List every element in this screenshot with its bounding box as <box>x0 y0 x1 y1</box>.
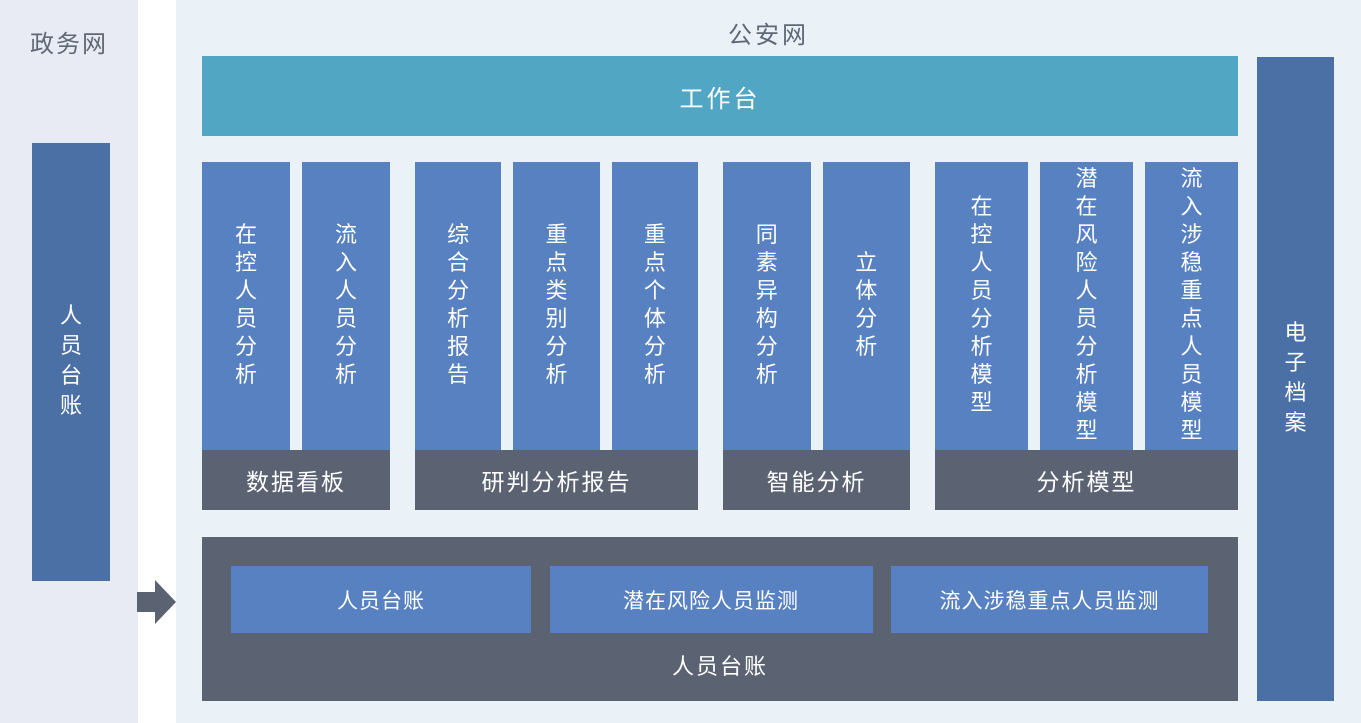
module-column-label: 同素异构分析 <box>755 223 778 388</box>
electronic-archive-label: 电子档案 <box>1284 321 1307 436</box>
module-column-label: 流入涉稳重点人员模型 <box>1180 167 1203 444</box>
module-column: 重点个体分析 <box>611 162 698 450</box>
personnel-ledger-buttons-row: 人员台账潜在风险人员监测流入涉稳重点人员监测 <box>231 566 1208 633</box>
government-network-panel: 政务网 人员台账 <box>0 0 138 723</box>
module-column-label: 在控人员分析模型 <box>970 195 993 416</box>
module-column: 潜在风险人员分析模型 <box>1040 162 1133 450</box>
personnel-ledger-source-label: 人员台账 <box>59 304 82 419</box>
module-column-label: 综合分析报告 <box>447 223 470 388</box>
module-column: 在控人员分析 <box>202 162 290 450</box>
right-arrow-icon <box>137 580 176 624</box>
module-column: 重点类别分析 <box>513 162 600 450</box>
module-group-footer: 分析模型 <box>935 450 1238 510</box>
personnel-ledger-box-label: 人员台账 <box>671 655 768 680</box>
module-group: 综合分析报告 重点类别分析 重点个体分析研判分析报告 <box>415 162 698 510</box>
module-group: 同素异构分析 立体分析智能分析 <box>723 162 910 510</box>
module-column: 在控人员分析模型 <box>935 162 1028 450</box>
police-network-panel: 公安网 工作台 在控人员分析 流入人员分析数据看板 综合分析报告 重点类别分析 重点个体… <box>176 0 1361 723</box>
government-network-title: 政务网 <box>30 30 108 58</box>
module-column-label: 在控人员分析 <box>234 223 257 388</box>
electronic-archive-bar: 电子档案 <box>1257 57 1334 701</box>
module-group-columns: 同素异构分析 立体分析 <box>723 162 910 450</box>
module-column: 流入人员分析 <box>302 162 390 450</box>
workbench-label: 工作台 <box>679 84 761 113</box>
module-column-label: 重点个体分析 <box>643 223 666 388</box>
police-network-title: 公安网 <box>728 21 809 49</box>
module-column: 综合分析报告 <box>415 162 502 450</box>
module-column-label: 流入人员分析 <box>334 223 357 388</box>
personnel-ledger-source-bar: 人员台账 <box>32 143 110 581</box>
module-column-label: 重点类别分析 <box>545 223 568 388</box>
module-group: 在控人员分析 流入人员分析数据看板 <box>202 162 390 510</box>
module-group: 在控人员分析模型 潜在风险人员分析模型 流入涉稳重点人员模型分析模型 <box>935 162 1238 510</box>
module-column-label: 立体分析 <box>855 251 878 360</box>
personnel-ledger-button: 流入涉稳重点人员监测 <box>891 566 1208 633</box>
personnel-ledger-button: 潜在风险人员监测 <box>549 566 873 633</box>
module-column-label: 潜在风险人员分析模型 <box>1075 167 1098 444</box>
module-group-columns: 在控人员分析模型 潜在风险人员分析模型 流入涉稳重点人员模型 <box>935 162 1238 450</box>
module-column: 同素异构分析 <box>723 162 811 450</box>
workbench-bar: 工作台 <box>202 56 1238 136</box>
module-group-footer: 数据看板 <box>202 450 390 510</box>
module-groups-row: 在控人员分析 流入人员分析数据看板 综合分析报告 重点类别分析 重点个体分析研判分析报告… <box>202 162 1238 510</box>
module-group-columns: 在控人员分析 流入人员分析 <box>202 162 390 450</box>
personnel-ledger-box: 人员台账潜在风险人员监测流入涉稳重点人员监测 人员台账 <box>202 537 1238 701</box>
module-group-columns: 综合分析报告 重点类别分析 重点个体分析 <box>415 162 698 450</box>
module-column: 立体分析 <box>822 162 910 450</box>
personnel-ledger-button: 人员台账 <box>231 566 531 633</box>
module-column: 流入涉稳重点人员模型 <box>1145 162 1238 450</box>
module-group-footer: 研判分析报告 <box>415 450 698 510</box>
module-group-footer: 智能分析 <box>723 450 910 510</box>
